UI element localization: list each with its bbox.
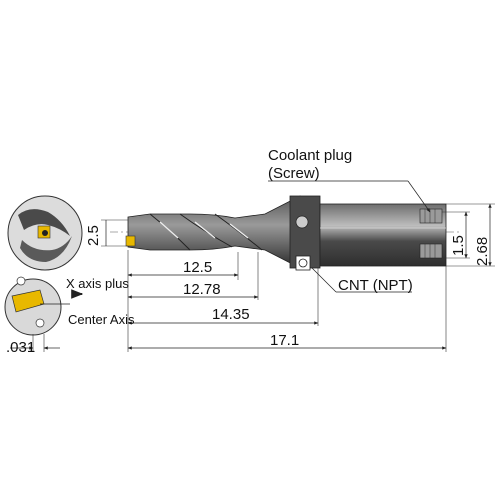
dim-1-5: 1.5 [450,235,467,256]
dim-12-5: 12.5 [183,259,212,276]
shank [319,203,447,267]
dim-2-68: 2.68 [474,237,491,266]
coolant-plug-label: Coolant plug [268,147,352,164]
dimension-lines [71,180,495,352]
dim-14-35: 14.35 [212,306,250,323]
dim-17-1: 17.1 [270,332,299,349]
dim-2-5: 2.5 [85,225,102,246]
dim-12-78: 12.78 [183,281,221,298]
end-view-top [7,195,83,271]
center-axis-label: Center Axis [68,312,135,327]
x-axis-plus-label: X axis plus [66,276,129,291]
cnt-npt-label: CNT (NPT) [338,277,413,294]
dim-031: .031 [6,339,35,356]
screw-label: (Screw) [268,165,320,182]
end-view-bottom [4,276,70,352]
drill-body [125,195,321,271]
